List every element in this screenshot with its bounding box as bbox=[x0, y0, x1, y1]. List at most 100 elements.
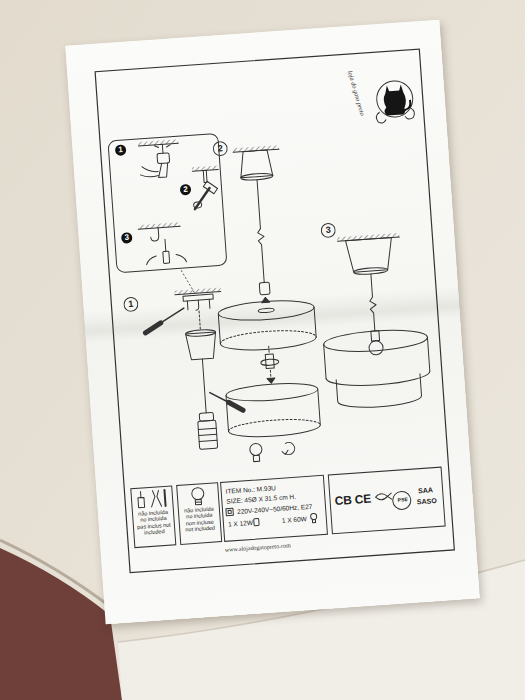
logo-text: loja do gato preto bbox=[347, 70, 367, 117]
spec-symbols-part bbox=[312, 519, 315, 522]
bulb-icon-part bbox=[195, 501, 201, 502]
instruction-sheet: 1 2 3 1 2 3 não incluída no incluida pas inclu… bbox=[65, 20, 480, 625]
step-1-drawing-part bbox=[175, 292, 221, 295]
drilling-inset-part bbox=[154, 146, 158, 148]
drilling-inset-part bbox=[138, 226, 180, 229]
step-1-drawing-part bbox=[199, 412, 214, 421]
tools-note-box: não incluída no incluida pas inclus not … bbox=[130, 485, 176, 548]
drilling-inset-part bbox=[146, 254, 186, 265]
certification-box: CBCEPSESAASASO bbox=[328, 467, 446, 535]
drilling-inset-part bbox=[140, 166, 159, 178]
step-2-drawing-part bbox=[314, 307, 316, 337]
step-1-drawing-part bbox=[145, 323, 162, 333]
drilling-inset-part bbox=[138, 143, 178, 146]
step-2-drawing-part bbox=[218, 298, 315, 323]
step-2-drawing-part bbox=[270, 370, 272, 378]
circle-shape bbox=[213, 141, 228, 156]
callout-number: 2 bbox=[179, 183, 192, 196]
step-1-drawing-part bbox=[198, 420, 218, 449]
box-text: não incluída no incluida pas inclus not … bbox=[135, 509, 173, 537]
drilling-inset-part bbox=[203, 181, 218, 195]
step-2-drawing-part bbox=[265, 354, 274, 369]
step-2-drawing-part bbox=[229, 425, 321, 439]
spec-symbols-part bbox=[310, 513, 316, 519]
box-text: PSE bbox=[398, 497, 408, 503]
cert-symbols bbox=[375, 491, 411, 511]
step-3-drawing-part bbox=[368, 274, 378, 331]
step-3-drawing-part bbox=[336, 374, 422, 410]
cat-logo-part bbox=[376, 112, 386, 124]
step-2-drawing-part bbox=[225, 381, 318, 403]
box-text: 220V-240V~50/60Hz, E27 bbox=[237, 503, 313, 516]
cat-logo-part bbox=[383, 84, 407, 115]
step-3-drawing-part bbox=[326, 371, 430, 388]
tool-icons-part bbox=[164, 490, 165, 506]
cat-logo-part bbox=[376, 80, 414, 118]
drilling-inset-part bbox=[163, 251, 170, 263]
step-1-drawing-part bbox=[160, 308, 185, 323]
step-1-drawing-part bbox=[199, 434, 217, 435]
step-1-drawing-part bbox=[199, 311, 200, 331]
step-3-drawing-part bbox=[323, 327, 428, 354]
bulb-icon-part bbox=[191, 487, 204, 500]
step-3-drawing bbox=[316, 231, 432, 410]
step-3-drawing-part bbox=[346, 238, 394, 273]
cert-symbols-part bbox=[375, 493, 391, 500]
step-2-drawing-part bbox=[318, 389, 321, 425]
circle-shape bbox=[121, 232, 133, 244]
bulb-icon-part bbox=[195, 499, 201, 504]
box-text: SIZE: 45Ø X 31.5 cm H. bbox=[226, 493, 296, 505]
box-text: 1 X 60W bbox=[282, 515, 307, 524]
bulb-note-box: não incluída no incluida non incluse not… bbox=[176, 482, 222, 545]
step-1-drawing-part bbox=[175, 288, 221, 295]
step-number: 3 bbox=[320, 222, 336, 238]
step-1-drawing-part bbox=[199, 440, 217, 441]
step-3-drawing-part bbox=[427, 337, 429, 371]
spec-symbols-part bbox=[254, 518, 259, 525]
cat-logo bbox=[374, 80, 415, 124]
drilling-inset-part bbox=[166, 145, 170, 147]
box-text: CB bbox=[334, 494, 352, 509]
circle-shape bbox=[115, 144, 127, 156]
step-1-drawing-part bbox=[187, 301, 189, 310]
cert-symbols-part bbox=[392, 491, 411, 510]
step-2-drawing-part bbox=[259, 282, 270, 295]
drilling-inset-part bbox=[162, 144, 164, 153]
bulb-icon bbox=[191, 487, 204, 505]
callout-number: 3 bbox=[120, 232, 133, 245]
step-2-drawing-part bbox=[268, 346, 270, 354]
box-text: não incluída no incluida non incluse not… bbox=[181, 505, 219, 533]
drilling-inset-part bbox=[194, 188, 211, 209]
drilling-inset-part bbox=[203, 170, 207, 182]
circle-shape bbox=[180, 184, 192, 196]
box-text: SASO bbox=[417, 497, 437, 506]
number-text: 3 bbox=[124, 234, 129, 242]
tool-icons-part bbox=[138, 491, 145, 507]
drilling-inset-part bbox=[157, 153, 170, 164]
step-3-drawing-part bbox=[324, 344, 326, 378]
cat-logo-part bbox=[404, 100, 411, 110]
number-text: 1 bbox=[118, 146, 123, 154]
step-2-drawing-part bbox=[258, 308, 274, 313]
step-3-drawing-part bbox=[371, 331, 380, 342]
drilling-inset-part bbox=[138, 222, 180, 229]
page-border bbox=[95, 49, 454, 572]
step-2-drawing-part bbox=[226, 395, 229, 431]
drilling-inset-part bbox=[150, 228, 159, 242]
step-2-drawing-part bbox=[267, 378, 275, 384]
step-2-drawing-part bbox=[249, 443, 262, 456]
spec-symbols bbox=[226, 502, 317, 528]
box-text: SAA bbox=[418, 486, 433, 495]
callout-number: 1 bbox=[114, 144, 127, 157]
number-text: 1 bbox=[128, 300, 134, 309]
drilling-inset-part bbox=[158, 163, 169, 178]
step-number: 1 bbox=[123, 296, 139, 312]
step-number: 2 bbox=[212, 141, 228, 157]
drilling-inset-part bbox=[108, 133, 227, 272]
number-text: 2 bbox=[183, 186, 188, 194]
illustration bbox=[65, 20, 480, 625]
step-1-drawing-part bbox=[202, 359, 206, 413]
drilling-inset-part bbox=[193, 202, 201, 209]
